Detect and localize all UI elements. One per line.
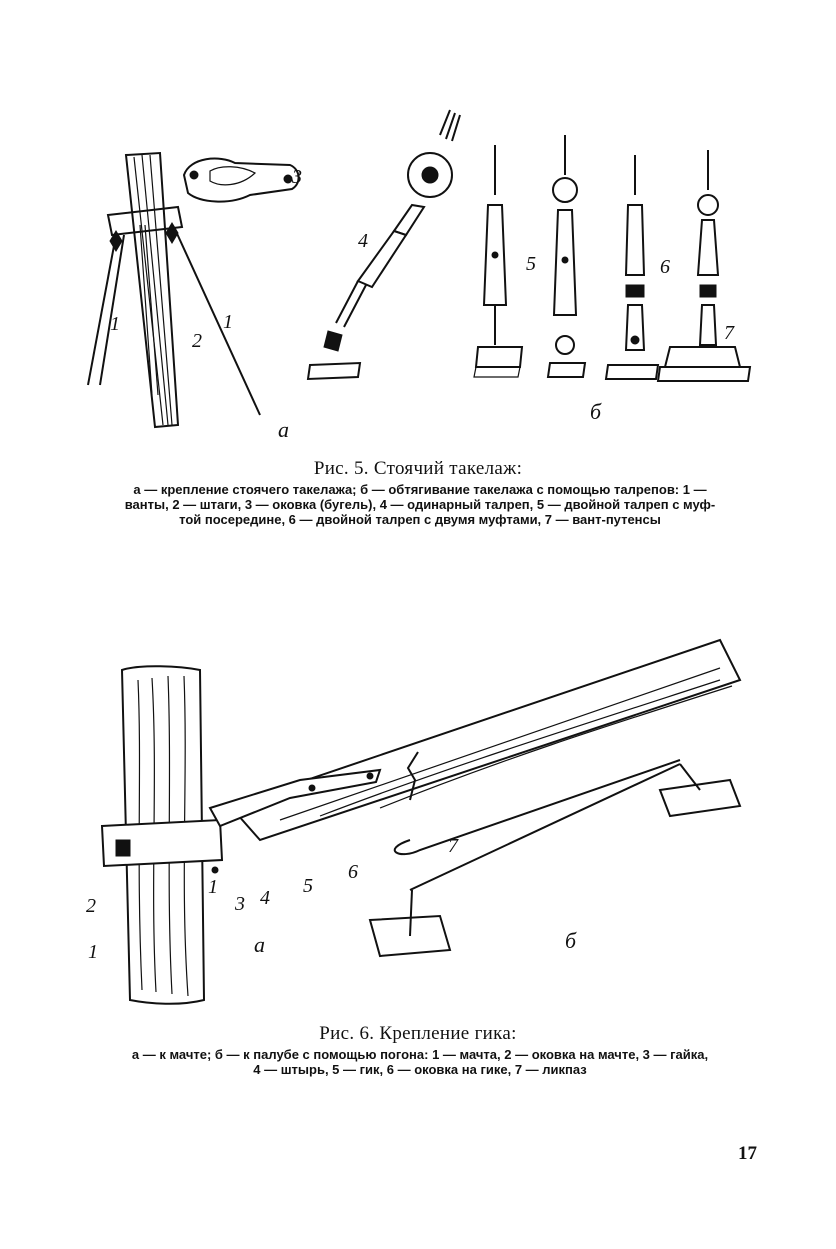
band-fitting-3 bbox=[182, 157, 300, 203]
turnbuckle-5-right bbox=[546, 135, 587, 378]
fig6-callout-1: 1 bbox=[88, 941, 98, 963]
fig5-callout-3: 3 bbox=[291, 166, 302, 188]
figure-5-illustration: 1 2 1 3 4 5 6 7 а б bbox=[87, 109, 752, 442]
page-number: 17 bbox=[738, 1143, 757, 1164]
fig6-callout-5: 5 bbox=[303, 875, 313, 897]
fig5-callout-1-right: 1 bbox=[223, 311, 233, 333]
figure-6-title: Рис. 6. Крепление гика: bbox=[319, 1023, 517, 1044]
fig6-callout-6: 6 bbox=[348, 861, 358, 883]
fig6-callout-3: 3 bbox=[234, 893, 245, 915]
mast-drawing-6a bbox=[100, 665, 224, 1005]
turnbuckle-6 bbox=[604, 155, 660, 380]
figure-5-caption-line: а — крепление стоячего такелажа; б — обт… bbox=[133, 482, 707, 497]
fig5-callout-2: 2 bbox=[192, 330, 202, 352]
fig6-label-b: б bbox=[565, 928, 577, 953]
fig5-callout-6: 6 bbox=[660, 256, 670, 278]
turnbuckle-5-left bbox=[473, 145, 524, 378]
turnbuckle-7 bbox=[656, 150, 752, 382]
mast-drawing-5a bbox=[87, 151, 261, 429]
figure-6-caption: а — к мачте; б — к палубе с помощью пого… bbox=[60, 1047, 780, 1077]
figure-5-caption-line: той посередине, 6 — двойной талреп с дву… bbox=[179, 512, 661, 527]
figure-6-caption-line: а — к мачте; б — к палубе с помощью пого… bbox=[131, 1047, 709, 1062]
fig6-callout-2: 2 bbox=[86, 895, 96, 917]
figure-6-illustration: 7 5 6 4 3 1 2 1 а б bbox=[86, 638, 742, 1005]
turnbuckle-4 bbox=[306, 109, 461, 381]
fig5-callout-7: 7 bbox=[724, 322, 735, 344]
fig6-callout-4: 4 bbox=[260, 887, 270, 909]
fig5-callout-4: 4 bbox=[358, 230, 368, 252]
fig5-label-b: б bbox=[590, 399, 602, 424]
deck-traveler-drawing bbox=[368, 751, 742, 958]
boom-drawing bbox=[208, 638, 742, 842]
fig6-callout-7: 7 bbox=[448, 835, 459, 857]
fig5-callout-1-left: 1 bbox=[110, 313, 120, 335]
fig6-label-a: а bbox=[254, 932, 265, 957]
figure-5-caption: а — крепление стоячего такелажа; б — обт… bbox=[70, 482, 770, 527]
figure-5-caption-line: ванты, 2 — штаги, 3 — оковка (бугель), 4… bbox=[124, 497, 716, 512]
fig5-label-a: а bbox=[278, 417, 289, 442]
figure-5-title: Рис. 5. Стоячий такелаж: bbox=[313, 458, 523, 479]
figure-6-caption-line: 4 — штырь, 5 — гик, 6 — оковка на гике, … bbox=[253, 1062, 587, 1077]
fig6-callout-1-small: 1 bbox=[208, 876, 218, 898]
fig5-callout-5: 5 bbox=[526, 253, 536, 275]
